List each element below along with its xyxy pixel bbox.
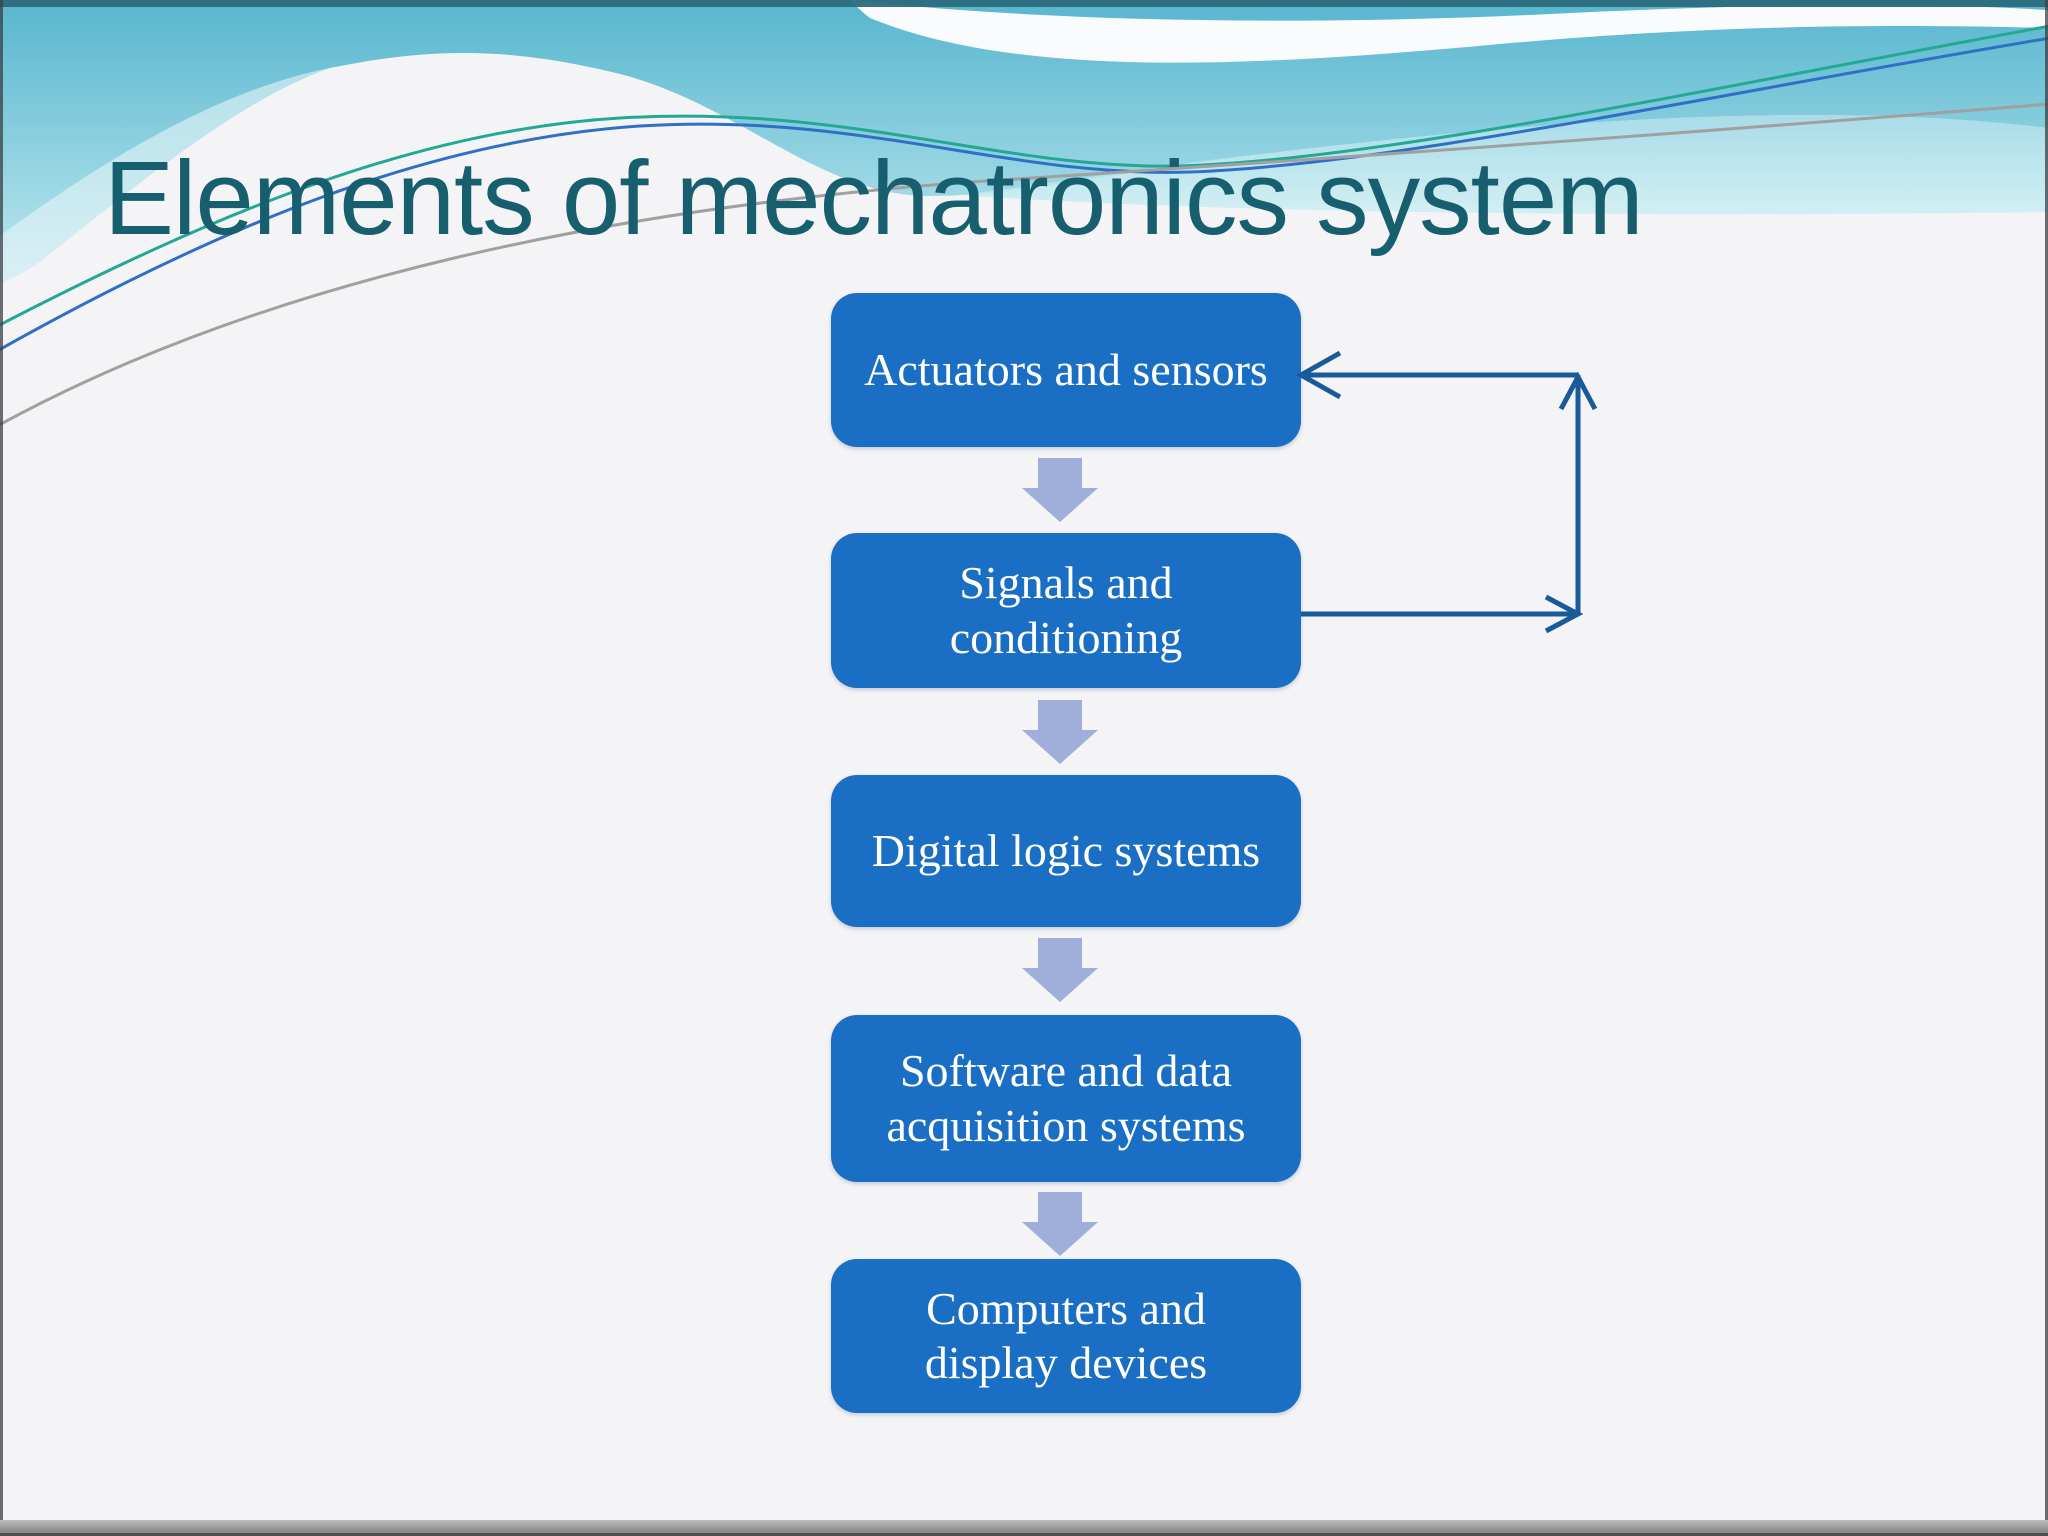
slide-edge-left xyxy=(0,0,3,1536)
bottom-bar xyxy=(0,1520,2048,1536)
arrowhead-right xyxy=(1544,594,1584,634)
feedback-arrow xyxy=(1295,350,1598,634)
teal-wave-secondary-right xyxy=(960,115,2048,215)
flow-box-label: Digital logic systems xyxy=(871,824,1261,876)
white-wave-band xyxy=(850,0,2048,63)
flow-box-actuators-and-sensors: Actuators and sensors xyxy=(831,293,1301,447)
header-wave-decoration xyxy=(0,0,2048,427)
top-edge-strip xyxy=(0,0,2048,7)
teal-wave-secondary-left xyxy=(0,68,330,284)
down-arrow-icon xyxy=(1022,938,1098,1002)
slide-edge-right xyxy=(2045,0,2048,1536)
flow-box-label: Software and data acquisition systems xyxy=(886,1045,1246,1151)
down-arrow-icon xyxy=(1022,700,1098,764)
flow-box-label: Signals and conditioning xyxy=(949,557,1183,663)
accent-line-green xyxy=(0,24,2048,327)
accent-line-gray xyxy=(0,102,2048,427)
flow-box-computers-and-display-devices: Computers and display devices xyxy=(831,1259,1301,1413)
arrowhead-up xyxy=(1558,371,1598,411)
flow-box-label: Actuators and sensors xyxy=(864,343,1268,395)
accent-line-blue xyxy=(0,36,2048,352)
flow-box-label: Computers and display devices xyxy=(924,1282,1208,1388)
teal-wave-main xyxy=(0,0,2048,236)
flow-box-signals-and-conditioning: Signals and conditioning xyxy=(831,533,1301,688)
down-arrow-icon xyxy=(1022,458,1098,522)
flow-box-digital-logic-systems: Digital logic systems xyxy=(831,775,1301,927)
slide-title: Elements of mechatronics system xyxy=(104,140,1644,257)
arrowhead-left xyxy=(1295,350,1342,400)
flow-box-software-and-data-acquisition: Software and data acquisition systems xyxy=(831,1015,1301,1182)
down-arrow-icon xyxy=(1022,1192,1098,1256)
